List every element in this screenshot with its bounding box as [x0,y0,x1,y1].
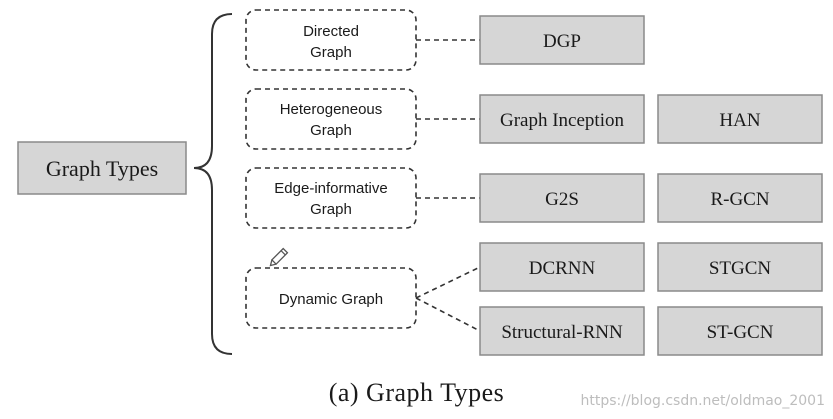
graph-type-label-line: Directed [303,23,359,40]
root-node: Graph Types [17,141,187,195]
graph-type-heterogeneous: Heterogeneous Graph [245,88,480,150]
watermark: https://blog.csdn.net/oldmao_2001 [580,393,825,409]
graph-type-label-line: Graph [310,122,352,139]
connector-line [415,297,481,332]
figure-caption: (a) Graph Types [328,378,505,407]
curly-brace [193,13,233,355]
graph-type-dynamic: Dynamic Graph [245,266,481,332]
graph-type-label-line: Graph [310,201,352,218]
model-label: Graph Inception [500,110,624,131]
model-stgcn: STGCN [657,242,823,292]
model-g2s: G2S [479,173,645,223]
pencil-icon [269,247,289,267]
graph-type-label-line: Heterogeneous [280,101,383,118]
graph-type-box [245,9,417,71]
model-box [479,306,645,356]
model-label: R-GCN [710,189,769,210]
graph-type-label-line: Edge-informative [274,180,387,197]
model-graph-inception: Graph Inception [479,94,645,144]
graph-types-diagram: Graph Types Directed Graph Heterogeneous… [17,9,823,356]
model-han: HAN [657,94,823,144]
graph-type-box [245,88,417,150]
model-box [657,242,823,292]
model-box [657,306,823,356]
graph-type-box [245,267,417,329]
model-box [657,94,823,144]
model-label: ST-GCN [707,322,774,343]
model-structural-rnn: Structural-RNN [479,306,645,356]
graph-type-edge-informative: Edge-informative Graph [245,167,480,229]
model-box [657,173,823,223]
model-r-gcn: R-GCN [657,173,823,223]
model-label: Structural-RNN [501,322,623,343]
graph-type-directed: Directed Graph [245,9,480,71]
root-node-box [17,141,187,195]
model-label: DGP [543,31,581,52]
connector-line [415,266,481,299]
root-node-label: Graph Types [46,156,158,181]
model-dgp: DGP [479,15,645,65]
model-box [479,173,645,223]
graph-type-label-line: Graph [310,44,352,61]
model-dcrnn: DCRNN [479,242,645,292]
model-label: HAN [719,110,760,131]
model-st-gcn: ST-GCN [657,306,823,356]
model-label: STGCN [709,258,772,279]
model-box [479,94,645,144]
model-box [479,242,645,292]
model-box [479,15,645,65]
graph-type-label-line: Dynamic Graph [279,291,383,308]
graph-type-box [245,167,417,229]
model-label: G2S [545,189,579,210]
model-label: DCRNN [529,258,596,279]
